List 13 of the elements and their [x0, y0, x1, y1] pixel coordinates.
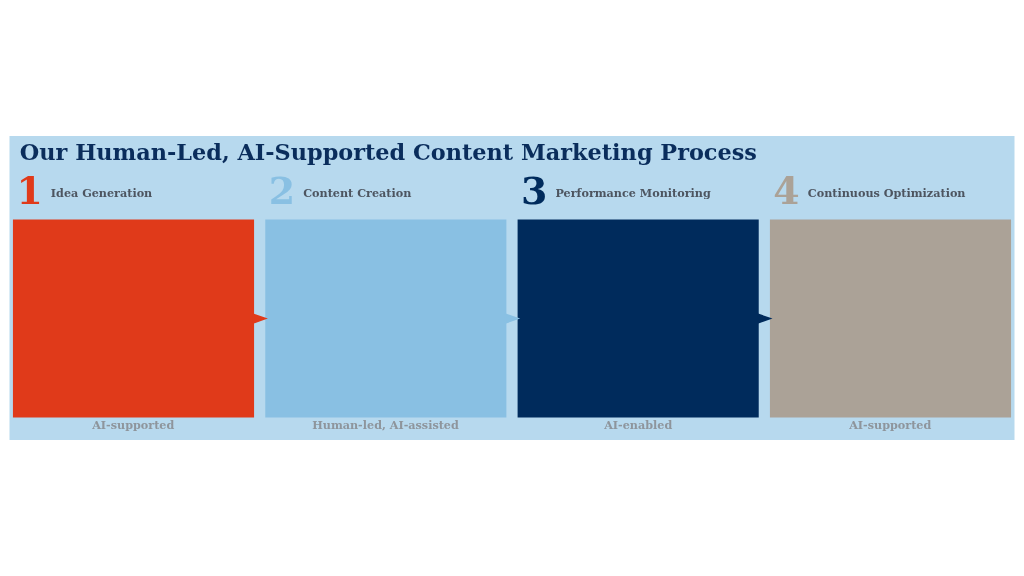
- diagram-title: Our Human-Led, AI-Supported Content Marketing Process: [19, 138, 757, 165]
- node-label: 4: [773, 168, 800, 214]
- node-label: Continuous Optimization: [807, 186, 966, 201]
- node-label: Human-led, AI-assisted: [312, 418, 459, 433]
- node-label: AI-enabled: [604, 418, 673, 433]
- node-box: [769, 219, 1012, 418]
- node-label: Idea Generation: [50, 186, 153, 201]
- node-label: AI-supported: [92, 418, 175, 433]
- node-label: AI-supported: [849, 418, 932, 433]
- node-label: 3: [521, 168, 548, 214]
- node-label: Content Creation: [303, 186, 412, 201]
- node-label: 1: [16, 168, 43, 214]
- node-label: Performance Monitoring: [555, 186, 711, 201]
